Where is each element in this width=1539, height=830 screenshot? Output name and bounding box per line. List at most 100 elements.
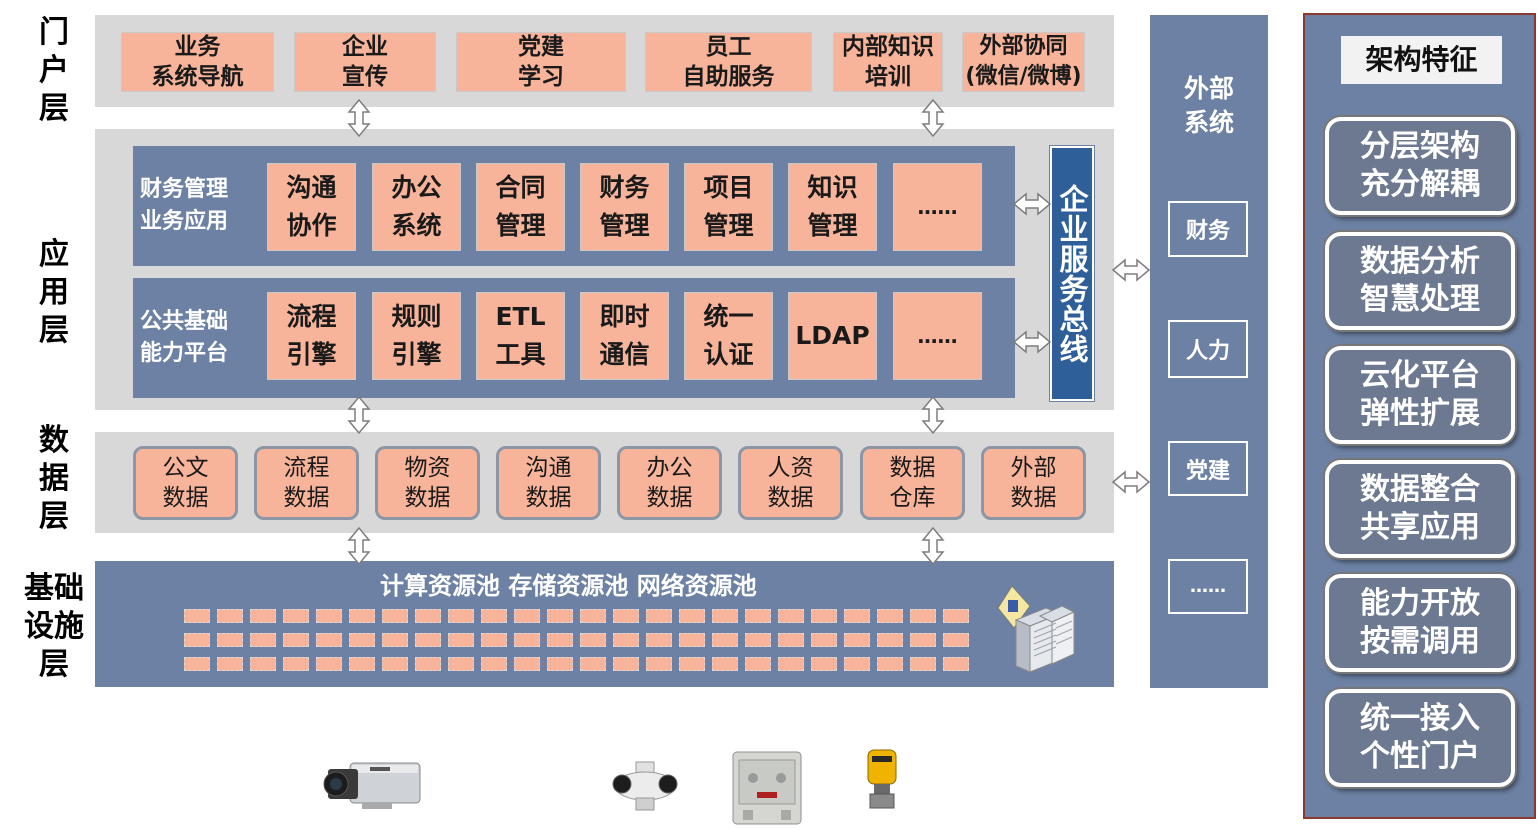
- resource-pool-cell: [316, 657, 342, 671]
- resource-pool-cell: [646, 657, 672, 671]
- resource-pool-cell: [316, 609, 342, 623]
- app-item-knowledge[interactable]: 知识 管理: [788, 163, 877, 251]
- finance-app-label: 财务管理 业务应用: [140, 177, 229, 234]
- feature-unified-portal: 统一接入 个性门户: [1325, 689, 1515, 787]
- resource-pool-cell: [184, 657, 210, 671]
- data-item-workflow[interactable]: 流程 数据: [254, 446, 359, 520]
- resource-pool-cell: [349, 633, 375, 647]
- portal-item-employee-self-service[interactable]: 员工 自助服务: [645, 32, 812, 92]
- resource-pool-cell: [514, 657, 540, 671]
- resource-pool-cell: [316, 633, 342, 647]
- data-item-communication[interactable]: 沟通 数据: [496, 446, 601, 520]
- app-item-contract[interactable]: 合同 管理: [476, 163, 565, 251]
- arrow-data-external: [1112, 471, 1150, 493]
- data-item-hr[interactable]: 人资 数据: [738, 446, 843, 520]
- data-item-materials[interactable]: 物资 数据: [375, 446, 480, 520]
- resource-pool-cell: [217, 633, 243, 647]
- resource-pool-cell: [382, 657, 408, 671]
- resource-pool-cell: [712, 633, 738, 647]
- layer-label-application: 应 用 层: [39, 237, 69, 348]
- resource-pool-cell: [382, 609, 408, 623]
- resource-pool-cell: [184, 609, 210, 623]
- resource-pool-cell: [679, 609, 705, 623]
- arrow-app-data-left: [348, 396, 370, 434]
- resource-pool-cell: [250, 633, 276, 647]
- resource-pool-cell: [778, 609, 804, 623]
- resource-pool-cell: [910, 633, 936, 647]
- portal-item-external-collab[interactable]: 外部协同 (微信/微博): [962, 32, 1085, 92]
- external-item-hr[interactable]: 人力: [1168, 320, 1248, 378]
- resource-pool-cell: [481, 609, 507, 623]
- platform-item-ldap[interactable]: LDAP: [788, 292, 877, 380]
- arrow-portal-app-left: [348, 99, 370, 137]
- resource-pool-cell: [283, 609, 309, 623]
- resource-pool-cell: [811, 657, 837, 671]
- app-item-finance[interactable]: 财务 管理: [580, 163, 669, 251]
- resource-pool-cell: [580, 657, 606, 671]
- feature-data-integration: 数据整合 共享应用: [1325, 460, 1515, 558]
- external-item-finance[interactable]: 财务: [1168, 201, 1248, 257]
- app-item-more[interactable]: ……: [893, 163, 982, 251]
- layer-label-infra: 基础 设施 层: [24, 571, 84, 682]
- resource-pool-cell: [580, 609, 606, 623]
- resource-pool-cell: [448, 609, 474, 623]
- resource-pool-cell: [877, 609, 903, 623]
- resource-pool-cell: [646, 633, 672, 647]
- resource-pool-cell: [745, 657, 771, 671]
- arrow-portal-app-right: [922, 99, 944, 137]
- resource-pool-cell: [580, 633, 606, 647]
- feature-layered-decoupling: 分层架构 充分解耦: [1325, 117, 1515, 215]
- resource-pool-cell: [547, 633, 573, 647]
- resource-pool-cell: [679, 633, 705, 647]
- resource-pool-cell: [547, 657, 573, 671]
- app-item-office[interactable]: 办公 系统: [372, 163, 461, 251]
- data-item-documents[interactable]: 公文 数据: [133, 446, 238, 520]
- arrow-data-infra-left: [348, 527, 370, 565]
- resource-pool-cell: [415, 657, 441, 671]
- external-item-party[interactable]: 党建: [1168, 441, 1248, 496]
- resource-pool-cell: [349, 609, 375, 623]
- ptz-camera-icon: [612, 761, 678, 811]
- resource-pool-cell: [745, 633, 771, 647]
- resource-pool-cell: [910, 657, 936, 671]
- data-item-warehouse[interactable]: 数据 仓库: [860, 446, 965, 520]
- app-item-project[interactable]: 项目 管理: [684, 163, 773, 251]
- portal-item-business-nav[interactable]: 业务 系统导航: [121, 32, 274, 92]
- data-item-office[interactable]: 办公 数据: [617, 446, 722, 520]
- resource-pool-cell: [613, 633, 639, 647]
- portal-item-corporate-promo[interactable]: 企业 宣传: [294, 32, 436, 92]
- resource-pool-cell: [415, 609, 441, 623]
- resource-pool-cell: [349, 657, 375, 671]
- resource-pool-cell: [250, 609, 276, 623]
- resource-pool-cell: [679, 657, 705, 671]
- platform-item-rule-engine[interactable]: 规则 引擎: [372, 292, 461, 380]
- platform-item-unified-auth[interactable]: 统一 认证: [684, 292, 773, 380]
- resource-pool-cell: [811, 609, 837, 623]
- resource-pool-cell: [283, 657, 309, 671]
- resource-pool-cell: [217, 657, 243, 671]
- portal-item-knowledge-training[interactable]: 内部知识 培训: [833, 32, 943, 92]
- resource-pool-cell: [250, 657, 276, 671]
- resource-pool-cell: [943, 633, 969, 647]
- resource-pool-cell: [448, 633, 474, 647]
- platform-item-etl[interactable]: ETL 工具: [476, 292, 565, 380]
- resource-pool-cell: [811, 633, 837, 647]
- feature-data-analysis: 数据分析 智慧处理: [1325, 232, 1515, 330]
- resource-pool-cell: [613, 657, 639, 671]
- portal-item-party-study[interactable]: 党建 学习: [456, 32, 626, 92]
- app-item-communication[interactable]: 沟通 协作: [267, 163, 356, 251]
- platform-item-instant-messaging[interactable]: 即时 通信: [580, 292, 669, 380]
- platform-item-more[interactable]: ……: [893, 292, 982, 380]
- resource-pool-cell: [613, 609, 639, 623]
- resource-pool-cell: [514, 633, 540, 647]
- platform-item-workflow-engine[interactable]: 流程 引擎: [267, 292, 356, 380]
- resource-pool-cell: [712, 657, 738, 671]
- resource-pool-cell: [415, 633, 441, 647]
- external-item-more[interactable]: ……: [1168, 559, 1248, 614]
- enterprise-service-bus[interactable]: 企业服务总线: [1049, 145, 1095, 402]
- data-item-external[interactable]: 外部 数据: [981, 446, 1086, 520]
- resource-pool-cell: [778, 633, 804, 647]
- resource-pool-cell: [184, 633, 210, 647]
- resource-pool-cell: [910, 609, 936, 623]
- resource-pool-cell: [712, 609, 738, 623]
